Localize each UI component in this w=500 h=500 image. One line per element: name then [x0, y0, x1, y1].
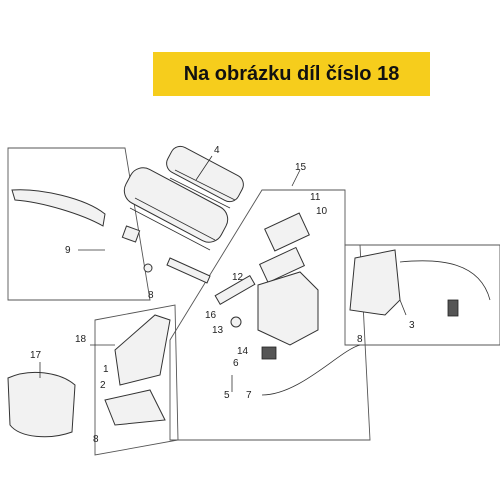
banner-text: Na obrázku díl číslo 18 [183, 62, 400, 85]
lever-clip [143, 263, 153, 273]
callout-13: 13 [212, 325, 224, 336]
bleed-cap [230, 316, 242, 328]
switch-wiring [399, 260, 491, 301]
master-cylinder-body [257, 271, 319, 346]
push-rod-spring [166, 257, 211, 284]
callout-14: 14 [237, 346, 249, 357]
part-number-banner: Na obrázku díl číslo 18 [153, 52, 430, 96]
callout-4: 4 [214, 145, 220, 156]
callout-2: 2 [100, 380, 106, 391]
lever-assembly-frame [7, 147, 151, 301]
handlebar-grip-lower [123, 167, 229, 251]
switch-housing [349, 249, 401, 316]
wire-connector [447, 299, 459, 317]
switch-frame [344, 244, 500, 346]
callout-10: 10 [316, 206, 328, 217]
callout-16: 16 [205, 310, 217, 321]
brake-lever [11, 189, 106, 227]
brake-light-switch [261, 346, 277, 360]
handlebar-grip-upper [166, 145, 244, 209]
callout-6: 6 [233, 358, 239, 369]
brake-hose [261, 344, 361, 396]
callout-15: 15 [295, 162, 307, 173]
callout-8b: 8 [357, 334, 363, 345]
lever-bushing [121, 225, 141, 243]
reservoir-gasket [258, 246, 306, 284]
callout-18: 18 [75, 334, 87, 345]
callout-3: 3 [409, 320, 415, 331]
piston-kit [214, 274, 256, 306]
callout-1: 1 [103, 364, 109, 375]
lower-cover [104, 389, 166, 426]
protective-cover-bag [7, 371, 76, 438]
callout-7: 7 [246, 390, 252, 401]
callout-9: 9 [65, 245, 71, 256]
callout-11: 11 [310, 192, 321, 203]
callout-12: 12 [232, 272, 244, 283]
lever-cover [114, 314, 171, 386]
callout-8a: 8 [148, 290, 154, 301]
callout-5: 5 [224, 390, 230, 401]
callout-17: 17 [30, 350, 42, 361]
master-cylinder-frame [169, 189, 371, 441]
cover-frame [94, 304, 179, 456]
reservoir-cap [264, 212, 310, 252]
callout-8c: 8 [93, 434, 99, 445]
